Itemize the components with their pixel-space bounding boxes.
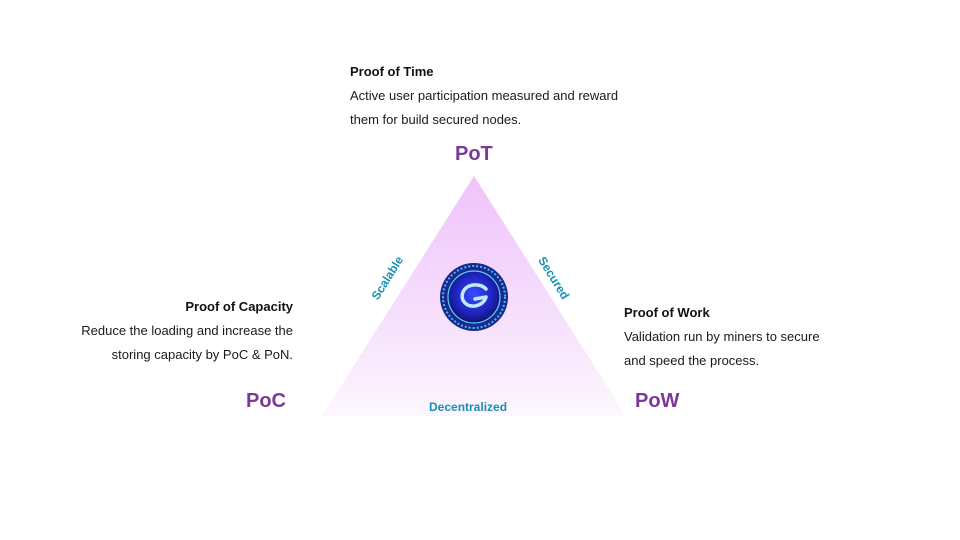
vertex-label-poc: PoC <box>246 390 286 412</box>
proof-of-time-desc-line2: them for build secured nodes. <box>350 112 522 127</box>
proof-of-time-heading: Proof of Time <box>350 64 434 79</box>
edge-label-decentralized: Decentralized <box>429 400 508 414</box>
proof-of-work-heading: Proof of Work <box>624 305 710 320</box>
proof-of-capacity-heading: Proof of Capacity <box>185 299 293 314</box>
proof-of-work-desc-line2: and speed the process. <box>624 353 760 368</box>
coin-logo-icon <box>440 263 508 331</box>
proof-of-capacity-desc-line2: storing capacity by PoC & PoN. <box>111 347 293 362</box>
vertex-label-pot: PoT <box>455 143 493 165</box>
proof-of-capacity-desc-line1: Reduce the loading and increase the <box>81 323 293 338</box>
proof-of-time-desc-line1: Active user participation measured and r… <box>350 88 619 103</box>
vertex-label-pow: PoW <box>635 390 680 412</box>
proof-of-work-desc-line1: Validation run by miners to secure <box>624 329 820 344</box>
